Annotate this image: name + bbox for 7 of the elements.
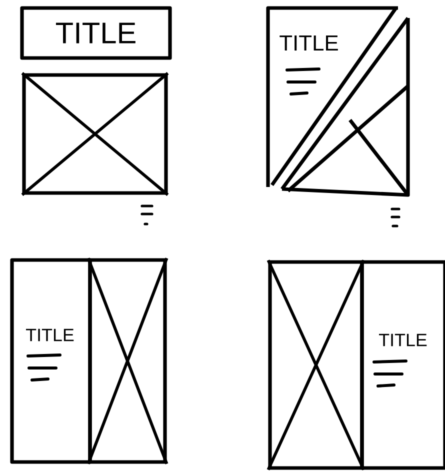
image-placeholder <box>266 258 366 472</box>
text-panel: TITLE <box>266 6 410 197</box>
title-box: TITLE <box>20 6 172 60</box>
image-placeholder <box>86 256 168 466</box>
text-panel: TITLE <box>10 258 92 464</box>
image-placeholder <box>20 72 170 196</box>
text-panel: TITLE <box>360 260 445 470</box>
